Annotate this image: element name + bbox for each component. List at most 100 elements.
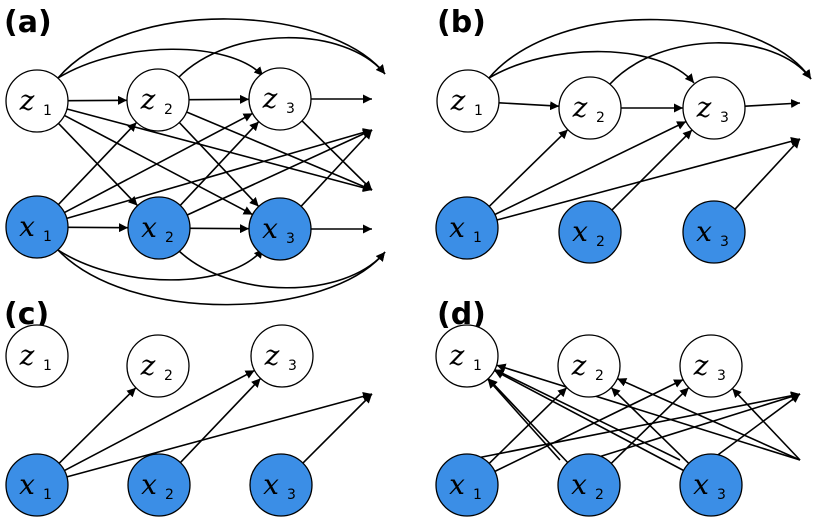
node-x3-circle <box>249 453 313 517</box>
edge-z1-to-x2 <box>57 122 139 207</box>
panel-b-edges <box>488 18 812 221</box>
edge-x2-to-z3 <box>611 129 693 211</box>
node-x2-letter: x <box>141 211 157 244</box>
node-z2-circle <box>558 76 622 140</box>
edge-z1-to-z2 <box>498 101 560 111</box>
edge-z1-to-x3 <box>64 114 253 216</box>
node-x3-subscript: 3 <box>717 487 726 503</box>
curved-edge-x1 <box>57 248 264 281</box>
node-x2-letter: x <box>571 468 587 501</box>
node-z3-subscript: 3 <box>286 101 295 117</box>
node-x2-circle <box>558 200 622 264</box>
node-x2-circle <box>127 196 191 260</box>
edge-x1-to-z3 <box>494 378 684 473</box>
node-x1-letter: x <box>449 468 465 501</box>
edge-z1-to-next <box>66 108 373 193</box>
node-x1-letter: x <box>19 468 35 501</box>
node-z3-subscript: 3 <box>717 368 726 384</box>
edge-x1-to-z3 <box>64 112 253 214</box>
panel-label-a: (a) <box>4 5 52 40</box>
node-x1-subscript: 1 <box>473 230 482 246</box>
curved-edge-z1 <box>488 18 812 80</box>
edge-x3-to-next <box>734 138 801 210</box>
node-x1-circle <box>5 195 69 259</box>
edge-x3-to-next <box>302 393 373 464</box>
curved-edge-z2 <box>609 42 812 85</box>
node-z3-letter: z <box>693 349 709 382</box>
node-x2-subscript: 2 <box>165 230 174 246</box>
node-x1-circle <box>5 453 69 517</box>
node-z3-circle <box>248 67 312 131</box>
node-x2-subscript: 2 <box>165 487 174 503</box>
edge-z3-to-next <box>301 120 373 191</box>
edge-x1-to-z3 <box>64 369 255 472</box>
node-x3-subscript: 3 <box>287 487 296 503</box>
node-x2-subscript: 2 <box>596 234 605 250</box>
node-z2-letter: z <box>571 349 587 382</box>
node-z2-letter: z <box>140 349 156 382</box>
edge-to-z1 <box>496 363 801 461</box>
curved-edge-x1 <box>57 249 386 306</box>
edge-to-z1 <box>494 368 681 461</box>
node-x3-letter: x <box>696 215 712 248</box>
node-x1-subscript: 1 <box>43 487 52 503</box>
edge-x2-to-z3 <box>179 377 262 464</box>
node-z1-subscript: 1 <box>473 358 482 374</box>
node-z1-letter: z <box>450 84 466 117</box>
panel-label-b: (b) <box>437 5 486 40</box>
node-x3-circle <box>679 453 743 517</box>
node-x1-circle <box>435 453 499 517</box>
edge-x1-to-z3 <box>494 120 687 216</box>
edge-x1-to-next <box>66 392 373 478</box>
node-z2-circle <box>126 68 190 132</box>
node-z2-subscript: 2 <box>596 110 605 126</box>
node-z2-circle <box>126 334 190 398</box>
edge-x1-to-z2 <box>488 387 568 464</box>
node-z1-circle <box>435 324 499 388</box>
edge-x2-to-next <box>186 129 373 216</box>
edge-x2-to-z3 <box>179 121 260 206</box>
node-z1-circle <box>436 69 500 133</box>
node-z2-letter: z <box>140 83 156 116</box>
curved-edge-x2 <box>177 249 386 289</box>
edge-x1-to-z2 <box>58 387 137 464</box>
curved-edge-z2 <box>177 36 386 79</box>
node-x1-subscript: 1 <box>43 229 52 245</box>
node-z3-circle <box>679 334 743 398</box>
curved-edge-z1 <box>488 50 695 84</box>
node-z3-letter: z <box>262 82 278 115</box>
node-x3-circle <box>682 200 746 264</box>
node-x1-circle <box>435 196 499 260</box>
node-x2-subscript: 2 <box>595 487 604 503</box>
node-x1-letter: x <box>19 210 35 243</box>
edge-x1-to-next <box>66 128 373 220</box>
node-z1-letter: z <box>19 339 35 372</box>
panel-c-edges <box>58 369 373 478</box>
panel-a-edges <box>57 18 386 306</box>
node-z3-letter: z <box>696 91 712 124</box>
edge-to-next <box>466 391 801 461</box>
edge-x1-to-z2 <box>57 121 138 206</box>
